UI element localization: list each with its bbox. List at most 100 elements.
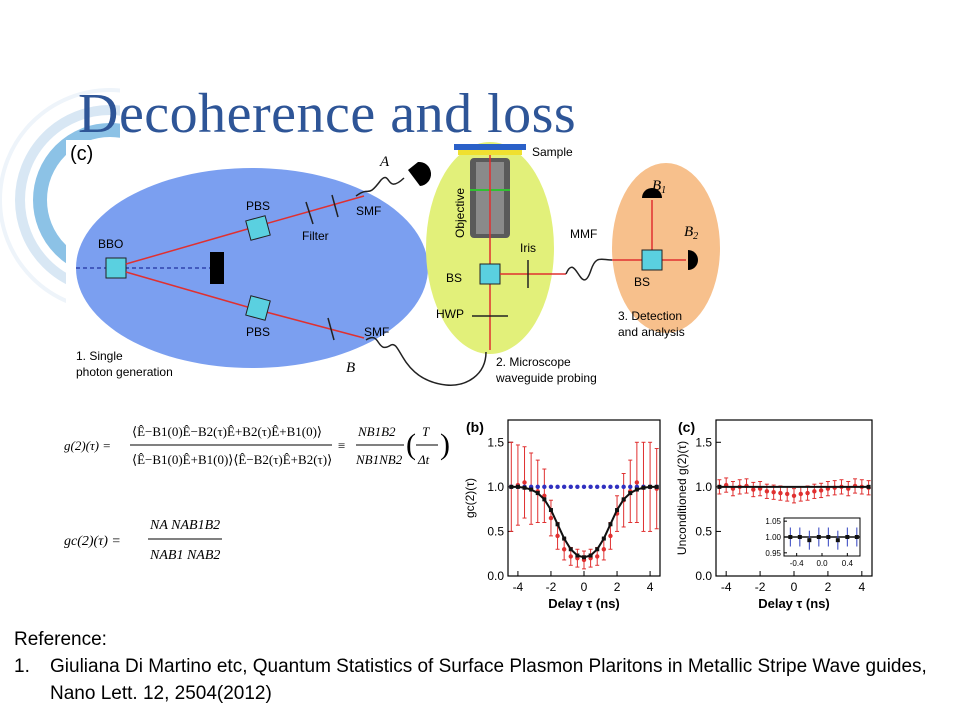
data-point xyxy=(621,497,626,502)
panel-label: (b) xyxy=(466,419,484,435)
waveplate-top xyxy=(331,194,339,218)
beamsplitter-mid xyxy=(479,263,501,285)
detector-b2 xyxy=(688,250,698,270)
data-point xyxy=(588,553,593,558)
data-point xyxy=(542,497,547,502)
label-step2-line2: waveguide probing xyxy=(495,371,597,385)
data-point xyxy=(548,484,554,490)
data-point xyxy=(614,484,620,490)
fiber-bottom xyxy=(365,337,487,386)
label-hwp: HWP xyxy=(436,307,464,321)
data-point xyxy=(608,484,613,490)
x-tick-label: 4 xyxy=(858,580,865,594)
data-point xyxy=(562,536,567,541)
label-sample: Sample xyxy=(532,145,573,159)
x-tick-label: 4 xyxy=(647,580,654,594)
slide-title: Decoherence and loss xyxy=(78,83,577,145)
inset-point xyxy=(854,535,859,539)
label-b1-main: B xyxy=(652,178,661,194)
eq1-frac-numerator: NB1B2 xyxy=(357,424,396,439)
eq2-lhs: gc(2)(τ) = xyxy=(64,534,121,549)
data-point xyxy=(568,547,573,552)
data-point xyxy=(575,553,580,558)
data-point xyxy=(522,485,527,490)
eq2-numerator: NA NAB1B2 xyxy=(149,518,220,533)
reference-item: 1. Giuliana Di Martino etc, Quantum Stat… xyxy=(14,653,930,707)
label-b2: B2 xyxy=(684,224,698,242)
y-axis-label: Unconditioned g(2)(τ) xyxy=(675,441,689,555)
data-point xyxy=(866,484,871,489)
label-objective: Objective xyxy=(453,188,467,238)
inset-y-tick-label: 1.05 xyxy=(765,517,781,526)
data-point xyxy=(581,484,587,490)
data-point xyxy=(509,484,514,489)
y-axis-label: gc(2)(τ) xyxy=(463,478,477,518)
data-point xyxy=(535,491,540,496)
data-point xyxy=(634,487,639,492)
data-point xyxy=(548,508,553,513)
data-point xyxy=(778,490,783,496)
sample-stage xyxy=(454,144,526,150)
inset-x-tick-label: -0.4 xyxy=(790,559,804,568)
inset-x-tick-label: 0.0 xyxy=(816,559,828,568)
data-point xyxy=(628,484,633,490)
eq1-paren-numerator: T xyxy=(422,424,430,439)
photon-generation-region xyxy=(76,168,428,368)
y-tick-label: 0.0 xyxy=(487,569,504,583)
data-point xyxy=(634,480,640,485)
data-point xyxy=(608,522,613,527)
data-point xyxy=(588,484,593,490)
label-filter: Filter xyxy=(302,229,329,243)
data-point xyxy=(785,491,790,497)
eq1-frac-denominator: NB1NB2 xyxy=(355,452,403,467)
data-point xyxy=(771,490,776,495)
eq1-paren-denominator: Δt xyxy=(417,452,430,467)
data-point xyxy=(615,508,620,513)
data-point xyxy=(621,484,626,490)
data-point xyxy=(561,547,567,552)
label-mmf: MMF xyxy=(570,227,597,241)
data-point xyxy=(529,487,534,492)
label-step2-line1: 2. Microscope xyxy=(496,355,571,369)
inset-y-tick-label: 1.00 xyxy=(765,533,781,542)
x-tick-label: 2 xyxy=(614,580,621,594)
y-tick-label: 1.0 xyxy=(695,480,712,494)
y-tick-label: 0.5 xyxy=(487,524,504,538)
eq2-denominator: NAB1 NAB2 xyxy=(149,548,220,563)
x-tick-label: -4 xyxy=(513,580,524,594)
detector-a xyxy=(408,161,432,186)
label-step1-line2: photon generation xyxy=(76,365,173,379)
data-point xyxy=(542,493,547,498)
label-b2-sub: 2 xyxy=(693,231,698,242)
data-point xyxy=(717,484,722,489)
data-point xyxy=(582,555,586,560)
data-point xyxy=(555,522,560,527)
label-b2-main: B xyxy=(684,224,693,240)
data-point xyxy=(568,484,573,490)
label-pbs-bottom: PBS xyxy=(246,325,270,339)
data-point xyxy=(595,554,600,559)
label-smf-top: SMF xyxy=(356,204,381,218)
eq1-denominator: ⟨Ê−B1(0)Ê+B1(0)⟩⟨Ê−B2(τ)Ê+B2(τ)⟩ xyxy=(132,452,332,467)
inset-point xyxy=(797,535,802,539)
eq1-numerator: ⟨Ê−B1(0)Ê−B2(τ)Ê+B2(τ)Ê+B1(0)⟩ xyxy=(132,424,322,439)
inset-point xyxy=(816,535,821,539)
label-step1-line1: 1. Single xyxy=(76,349,123,363)
label-bs-mid: BS xyxy=(446,271,462,285)
pbs-top xyxy=(245,215,271,241)
setup-panel-label: (c) xyxy=(70,143,93,165)
inset-y-tick-label: 0.95 xyxy=(765,549,781,558)
waveplate-bottom xyxy=(327,317,335,341)
equation-gc2: gc(2)(τ) = NA NAB1B2 NAB1 NAB2 xyxy=(64,518,222,563)
detection-region xyxy=(612,163,720,333)
label-b1-sub: 1 xyxy=(661,185,666,196)
x-tick-label: -2 xyxy=(755,580,766,594)
data-point xyxy=(548,515,554,521)
beamsplitter-right xyxy=(641,249,663,271)
references: Reference: 1. Giuliana Di Martino etc, Q… xyxy=(14,626,930,707)
reference-text: Giuliana Di Martino etc, Quantum Statist… xyxy=(50,656,927,704)
